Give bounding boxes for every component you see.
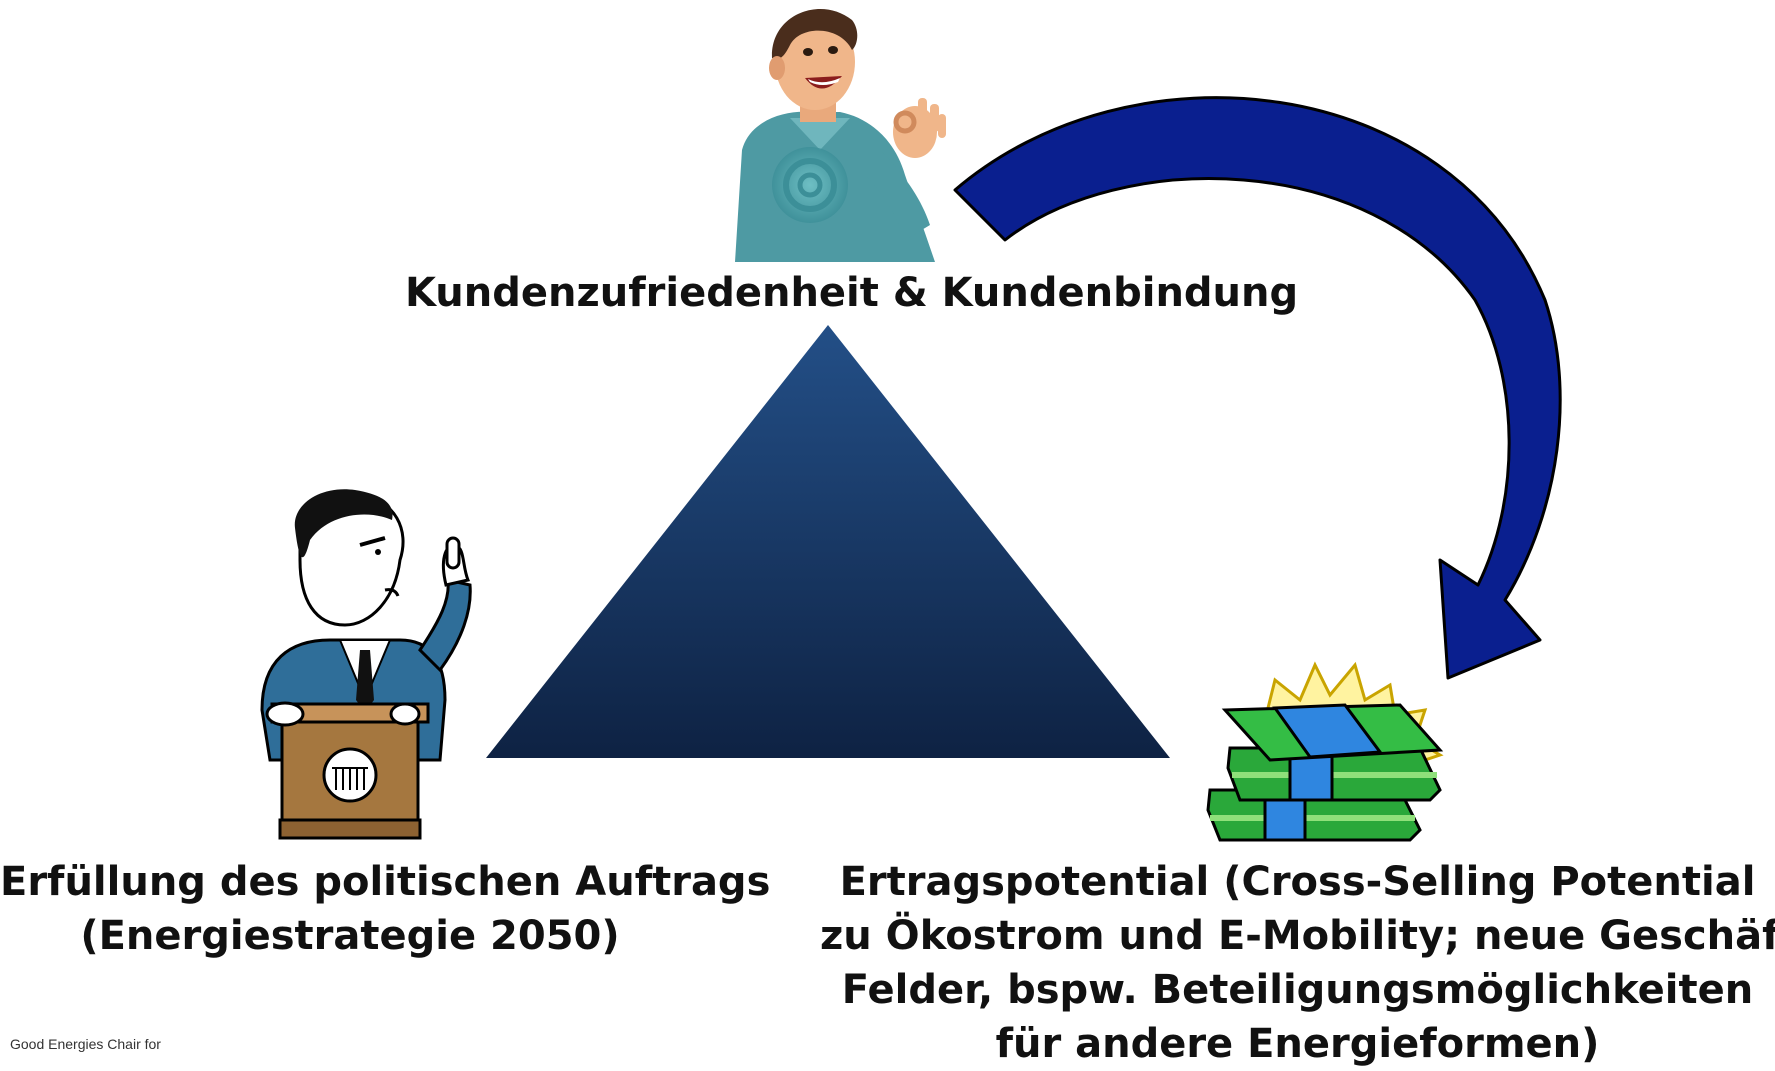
happy-customer-ok-icon	[735, 9, 946, 262]
label-right-line2: zu Ökostrom und E-Mobility; neue Geschäf…	[820, 913, 1775, 959]
center-triangle	[486, 325, 1170, 758]
footer-note: Good Energies Chair for	[10, 1036, 161, 1052]
label-right-line1: Ertragspotential (Cross-Selling Potentia…	[839, 859, 1756, 905]
label-customer-satisfaction: Kundenzufriedenheit & Kundenbindung	[405, 266, 1299, 320]
label-right-line4: für andere Energieformen)	[995, 1021, 1600, 1067]
label-left-line1: Erfüllung des politischen Auftrags	[0, 859, 771, 905]
label-revenue-potential: Ertragspotential (Cross-Selling Potentia…	[820, 855, 1775, 1071]
label-right-line3: Felder, bspw. Beteiligungsmöglichkeiten	[841, 967, 1754, 1013]
label-political-mandate: Erfüllung des politischen Auftrags (Ener…	[0, 855, 771, 963]
label-top-text: Kundenzufriedenheit & Kundenbindung	[405, 270, 1299, 316]
label-left-line2: (Energiestrategie 2050)	[80, 913, 620, 959]
curved-arrow-icon	[953, 96, 1562, 680]
politician-at-podium-icon	[260, 489, 472, 840]
money-stack-icon	[1206, 661, 1444, 842]
